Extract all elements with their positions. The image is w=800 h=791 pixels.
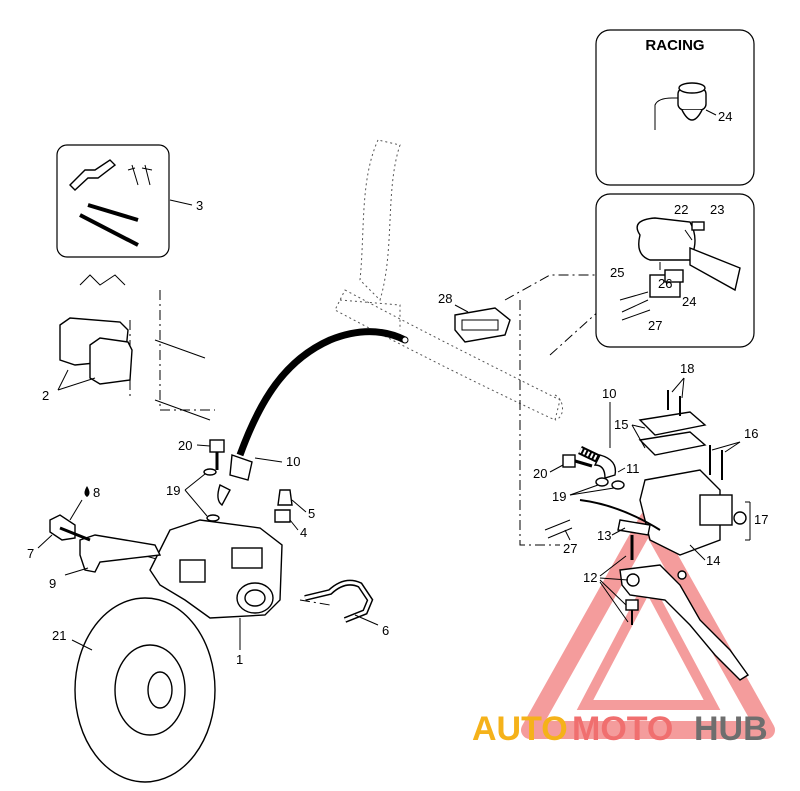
callout-10-left: 10 bbox=[286, 454, 300, 469]
callout-28: 28 bbox=[438, 291, 452, 306]
brake-line-6: 6 bbox=[304, 579, 389, 638]
callout-24-racing: 24 bbox=[718, 109, 732, 124]
brake-disc: 21 bbox=[52, 597, 216, 783]
callout-23: 23 bbox=[710, 202, 724, 217]
banjo-fitting-right: 10 11 20 19 bbox=[533, 386, 640, 504]
callout-4: 4 bbox=[300, 525, 307, 540]
brake-pads: 2 bbox=[42, 274, 211, 421]
callout-16: 16 bbox=[744, 426, 758, 441]
callout-27-switch: 27 bbox=[648, 318, 662, 333]
callout-13: 13 bbox=[597, 528, 611, 543]
callout-19-left: 19 bbox=[166, 483, 180, 498]
inset-racing-title: RACING bbox=[645, 37, 704, 54]
brake-caliper: 1 bbox=[149, 519, 283, 667]
callout-24-switch: 24 bbox=[682, 294, 696, 309]
callout-17: 17 bbox=[754, 512, 768, 527]
callout-5: 5 bbox=[308, 506, 315, 521]
watermark-hub: HUB bbox=[694, 710, 768, 748]
callout-15: 15 bbox=[614, 417, 628, 432]
callout-20-right: 20 bbox=[533, 466, 547, 481]
callout-26: 26 bbox=[658, 276, 672, 291]
callout-18: 18 bbox=[680, 361, 694, 376]
callout-12: 12 bbox=[583, 570, 597, 585]
callout-27-main: 27 bbox=[563, 541, 577, 556]
callout-22: 22 bbox=[674, 202, 688, 217]
master-cylinder: 18 15 16 17 14 bbox=[614, 361, 768, 568]
callout-14: 14 bbox=[706, 553, 720, 568]
inset-switch: 22 23 25 26 24 27 bbox=[595, 193, 755, 348]
callout-11: 11 bbox=[626, 461, 640, 476]
connector-28: 28 bbox=[438, 291, 511, 343]
callout-7: 7 bbox=[27, 546, 34, 561]
callout-10-right: 10 bbox=[602, 386, 616, 401]
watermark-logo: AUTO MOTO HUB bbox=[472, 710, 768, 748]
brake-lever: 12 bbox=[583, 535, 750, 681]
watermark-triangle-icon bbox=[521, 511, 775, 739]
caliper-bracket: 7 9 8 bbox=[27, 485, 162, 591]
callout-19-right: 19 bbox=[552, 489, 566, 504]
switch-wire: 13 27 bbox=[544, 499, 661, 556]
inset-pins: 3 bbox=[56, 144, 203, 258]
callout-2: 2 bbox=[42, 388, 49, 403]
handlebar bbox=[334, 139, 563, 421]
callout-25: 25 bbox=[610, 265, 624, 280]
callout-8: 8 bbox=[93, 485, 100, 500]
banjo-bolt-left: 20 19 bbox=[166, 438, 225, 522]
callout-21: 21 bbox=[52, 628, 66, 643]
inset-racing: RACING 24 bbox=[595, 29, 755, 186]
brake-hose: 10 bbox=[217, 328, 409, 507]
bleeder-parts: 5 4 bbox=[274, 489, 315, 540]
watermark-auto: AUTO bbox=[472, 710, 568, 748]
callout-9: 9 bbox=[49, 576, 56, 591]
callout-20-left: 20 bbox=[178, 438, 192, 453]
oil-drop-icon bbox=[84, 486, 90, 497]
callout-1: 1 bbox=[236, 652, 243, 667]
callout-3: 3 bbox=[196, 198, 203, 213]
callout-6: 6 bbox=[382, 623, 389, 638]
watermark-moto: MOTO bbox=[572, 710, 673, 748]
